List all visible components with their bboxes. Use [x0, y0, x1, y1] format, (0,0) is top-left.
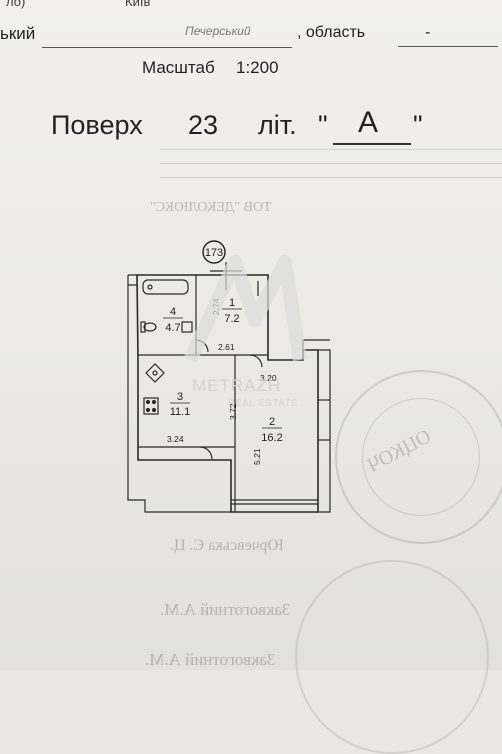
letter-open-quote: ": [318, 110, 328, 140]
floor-plan: 173 1 7.2 4 4.7 3 11.1 2 16.2 2.74 2.61 …: [127, 240, 331, 513]
floor-number: 23: [188, 110, 219, 140]
dim-521: 5.21: [252, 448, 262, 465]
room-2-number: 2: [269, 416, 275, 428]
signature-2: Заквоготний А.М.: [160, 600, 291, 619]
dim-324: 3.24: [167, 434, 184, 444]
letter-underline: [333, 143, 411, 145]
room-1-area: 7.2: [224, 313, 239, 325]
lower-stamp: [295, 560, 489, 754]
room-4-area: 4.7: [165, 322, 180, 334]
district-underline: [42, 47, 292, 48]
watermark-tagline: REAL ESTATE: [228, 398, 299, 408]
letter-label: літ.: [258, 110, 297, 140]
room-1-number: 1: [229, 297, 235, 309]
room-2-area: 16.2: [261, 432, 282, 444]
floor-label: Поверх: [51, 110, 143, 140]
dim-372: 3.72: [228, 403, 238, 420]
room-3-area: 11.1: [170, 406, 191, 418]
stamp-inner: [362, 398, 480, 516]
room-4-number: 4: [170, 306, 176, 318]
region-underline: [398, 46, 498, 47]
scale-value: 1:200: [236, 58, 279, 77]
signature-1: Юрчевська Є. Ц.: [170, 537, 284, 554]
bleed-lines: [160, 143, 502, 183]
plot-number-circle: [202, 240, 226, 264]
stamp: [335, 370, 502, 544]
dim-261: 2.61: [218, 342, 235, 352]
scale-label: Масштаб: [142, 58, 215, 77]
room-3-number: 3: [177, 391, 183, 403]
header-region-value: -: [425, 24, 431, 41]
header-line2-fragment: ький: [0, 24, 36, 43]
header-city: Київ: [125, 0, 151, 9]
header-region-label: , область: [297, 24, 366, 41]
watermark-brand: METRAZH: [192, 376, 282, 395]
watermark-logo: [183, 255, 307, 363]
plot-number: 173: [205, 247, 223, 259]
letter-value: А: [358, 106, 379, 139]
signature-3: Заквоготний А.М.: [145, 650, 276, 669]
dim-320: 3.20: [260, 373, 277, 383]
header-district: Печерський: [185, 24, 251, 38]
letter-close-quote: ": [413, 110, 423, 140]
header-top-fragment: ло): [6, 0, 26, 9]
